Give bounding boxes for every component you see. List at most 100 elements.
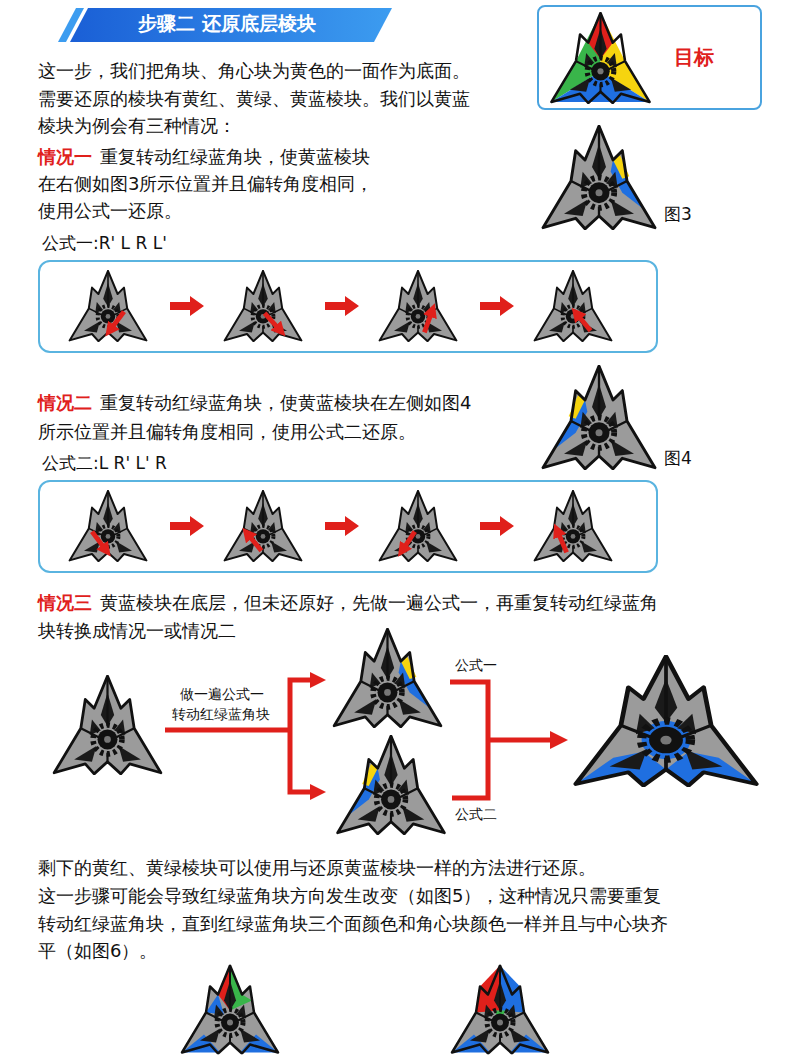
illustration-part <box>182 966 278 1054</box>
body-text: 需要还原的棱块有黄红、黄绿、黄蓝棱块。我们以黄蓝 <box>38 88 470 110</box>
arrow-label: 公式二 <box>455 806 497 823</box>
illustration-part <box>452 966 548 1054</box>
illustration-part <box>334 629 441 727</box>
illustration-part <box>225 491 302 561</box>
illustration-part <box>452 966 548 1054</box>
illustration-part <box>402 532 415 551</box>
body-text: 转动红绿蓝角块，直到红绿蓝角块三个面颜色和角心块颜色一样并且与中心块齐 <box>38 913 668 935</box>
illustration-part <box>551 13 649 103</box>
illustration-part <box>182 966 278 1054</box>
illustration-part <box>225 491 302 561</box>
illustration-part <box>576 656 756 785</box>
illustration-part <box>535 491 612 561</box>
illustration-part <box>576 313 590 331</box>
body-text: 所示位置并且偏转角度相同，使用公式二还原。 <box>38 421 416 443</box>
illustration-part <box>225 491 302 561</box>
illustration-part <box>543 366 655 469</box>
illustration-part <box>380 271 457 341</box>
target-box: 目标 <box>537 5 762 110</box>
illustration-part <box>338 736 445 834</box>
body-text: 块转换成情况一或情况二 <box>38 620 236 642</box>
illustration-part <box>380 491 457 561</box>
body-text: 在右侧如图3所示位置并且偏转角度相同， <box>38 173 373 195</box>
illustration-part <box>225 271 302 341</box>
illustration-part <box>550 731 568 749</box>
formula-heading: 公式一:R' L R L' <box>42 233 167 253</box>
illustration-part <box>92 532 106 551</box>
illustration-part <box>576 656 756 785</box>
illustration-part <box>450 682 488 798</box>
illustration-part <box>543 126 655 229</box>
illustration-part <box>557 530 567 552</box>
illustration-part <box>70 271 147 341</box>
illustration-part <box>452 966 548 1054</box>
illustration-part <box>543 126 655 229</box>
illustration-part <box>310 672 326 688</box>
body-text: 黄蓝棱块在底层，但未还原好，先做一遍公式一，再重复转动红绿蓝角 <box>100 592 658 614</box>
illustration-part <box>70 271 612 341</box>
body-text: 这一步骤可能会导致红绿蓝角块方向发生改变（如图5），这种情况只需要重复 <box>38 885 661 907</box>
illustration-part <box>535 491 612 561</box>
illustration-part <box>334 629 441 727</box>
illustration-part <box>58 8 84 42</box>
case-heading: 情况二 <box>38 392 92 414</box>
illustration-part <box>70 491 612 561</box>
body-text: 剩下的黄红、黄绿棱块可以使用与还原黄蓝棱块一样的方法进行还原。 <box>38 857 596 879</box>
illustration-part <box>310 784 326 800</box>
illustration-part <box>334 629 441 727</box>
illustration-part <box>535 271 612 341</box>
illustration-part <box>488 738 552 743</box>
illustration-part <box>325 516 359 536</box>
body-text: 使用公式一还原。 <box>38 200 182 222</box>
illustration-part <box>424 310 432 332</box>
illustration-part <box>380 491 457 561</box>
illustration-part <box>576 656 756 785</box>
illustration-part <box>54 676 161 774</box>
illustration-part <box>380 271 457 341</box>
illustration-part <box>543 366 655 469</box>
body-text: 这一步，我们把角块、角心块为黄色的一面作为底面。 <box>38 60 470 82</box>
illustration-part <box>70 491 147 561</box>
illustration-part <box>165 728 292 733</box>
illustration-part <box>325 296 359 316</box>
illustration-part <box>535 271 612 341</box>
illustration-part <box>247 533 261 551</box>
illustration-part <box>290 680 312 792</box>
illustration-part <box>543 366 655 469</box>
target-label: 目标 <box>674 45 714 69</box>
arrow-label: 公式一 <box>455 657 497 674</box>
body-text: 平（如图6）。 <box>38 940 157 962</box>
illustration-part <box>70 271 147 341</box>
body-text: 棱块为例会有三种情况： <box>38 115 236 137</box>
illustration-part <box>551 13 649 103</box>
illustration-part <box>338 736 445 834</box>
illustration-part <box>265 313 281 331</box>
body-text: 重复转动红绿蓝角块，使黄蓝棱块 <box>100 146 370 168</box>
illustration-part <box>170 516 204 536</box>
arrow-label: 转动红绿蓝角块 <box>172 706 270 723</box>
illustration-part <box>54 676 161 774</box>
illustration-part <box>535 271 612 341</box>
case-heading: 情况一 <box>38 146 92 168</box>
illustration-part <box>380 491 457 561</box>
formula-box: 公式一:R' L R L' <box>38 260 658 353</box>
illustration-part <box>54 676 161 774</box>
body-text: 重复转动红绿蓝角块，使黄蓝棱块在左侧如图4 <box>100 392 471 414</box>
case-heading: 情况三 <box>38 592 92 614</box>
illustration-part <box>182 966 278 1054</box>
illustration-part <box>380 271 457 341</box>
illustration-part <box>338 736 445 834</box>
illustration-part <box>480 516 514 536</box>
illustration-part <box>70 8 392 42</box>
illustration-part <box>535 491 612 561</box>
figure-number: 图4 <box>664 448 692 468</box>
formula-heading: 公式二:L R' L' R <box>42 453 167 473</box>
illustration-part <box>543 126 655 229</box>
illustration-part <box>70 491 147 561</box>
illustration-part <box>110 312 124 331</box>
illustration-part <box>70 271 147 341</box>
illustration-part <box>70 491 147 561</box>
illustration-part <box>225 271 302 341</box>
formula-box: 公式二:L R' L' R <box>38 480 658 573</box>
